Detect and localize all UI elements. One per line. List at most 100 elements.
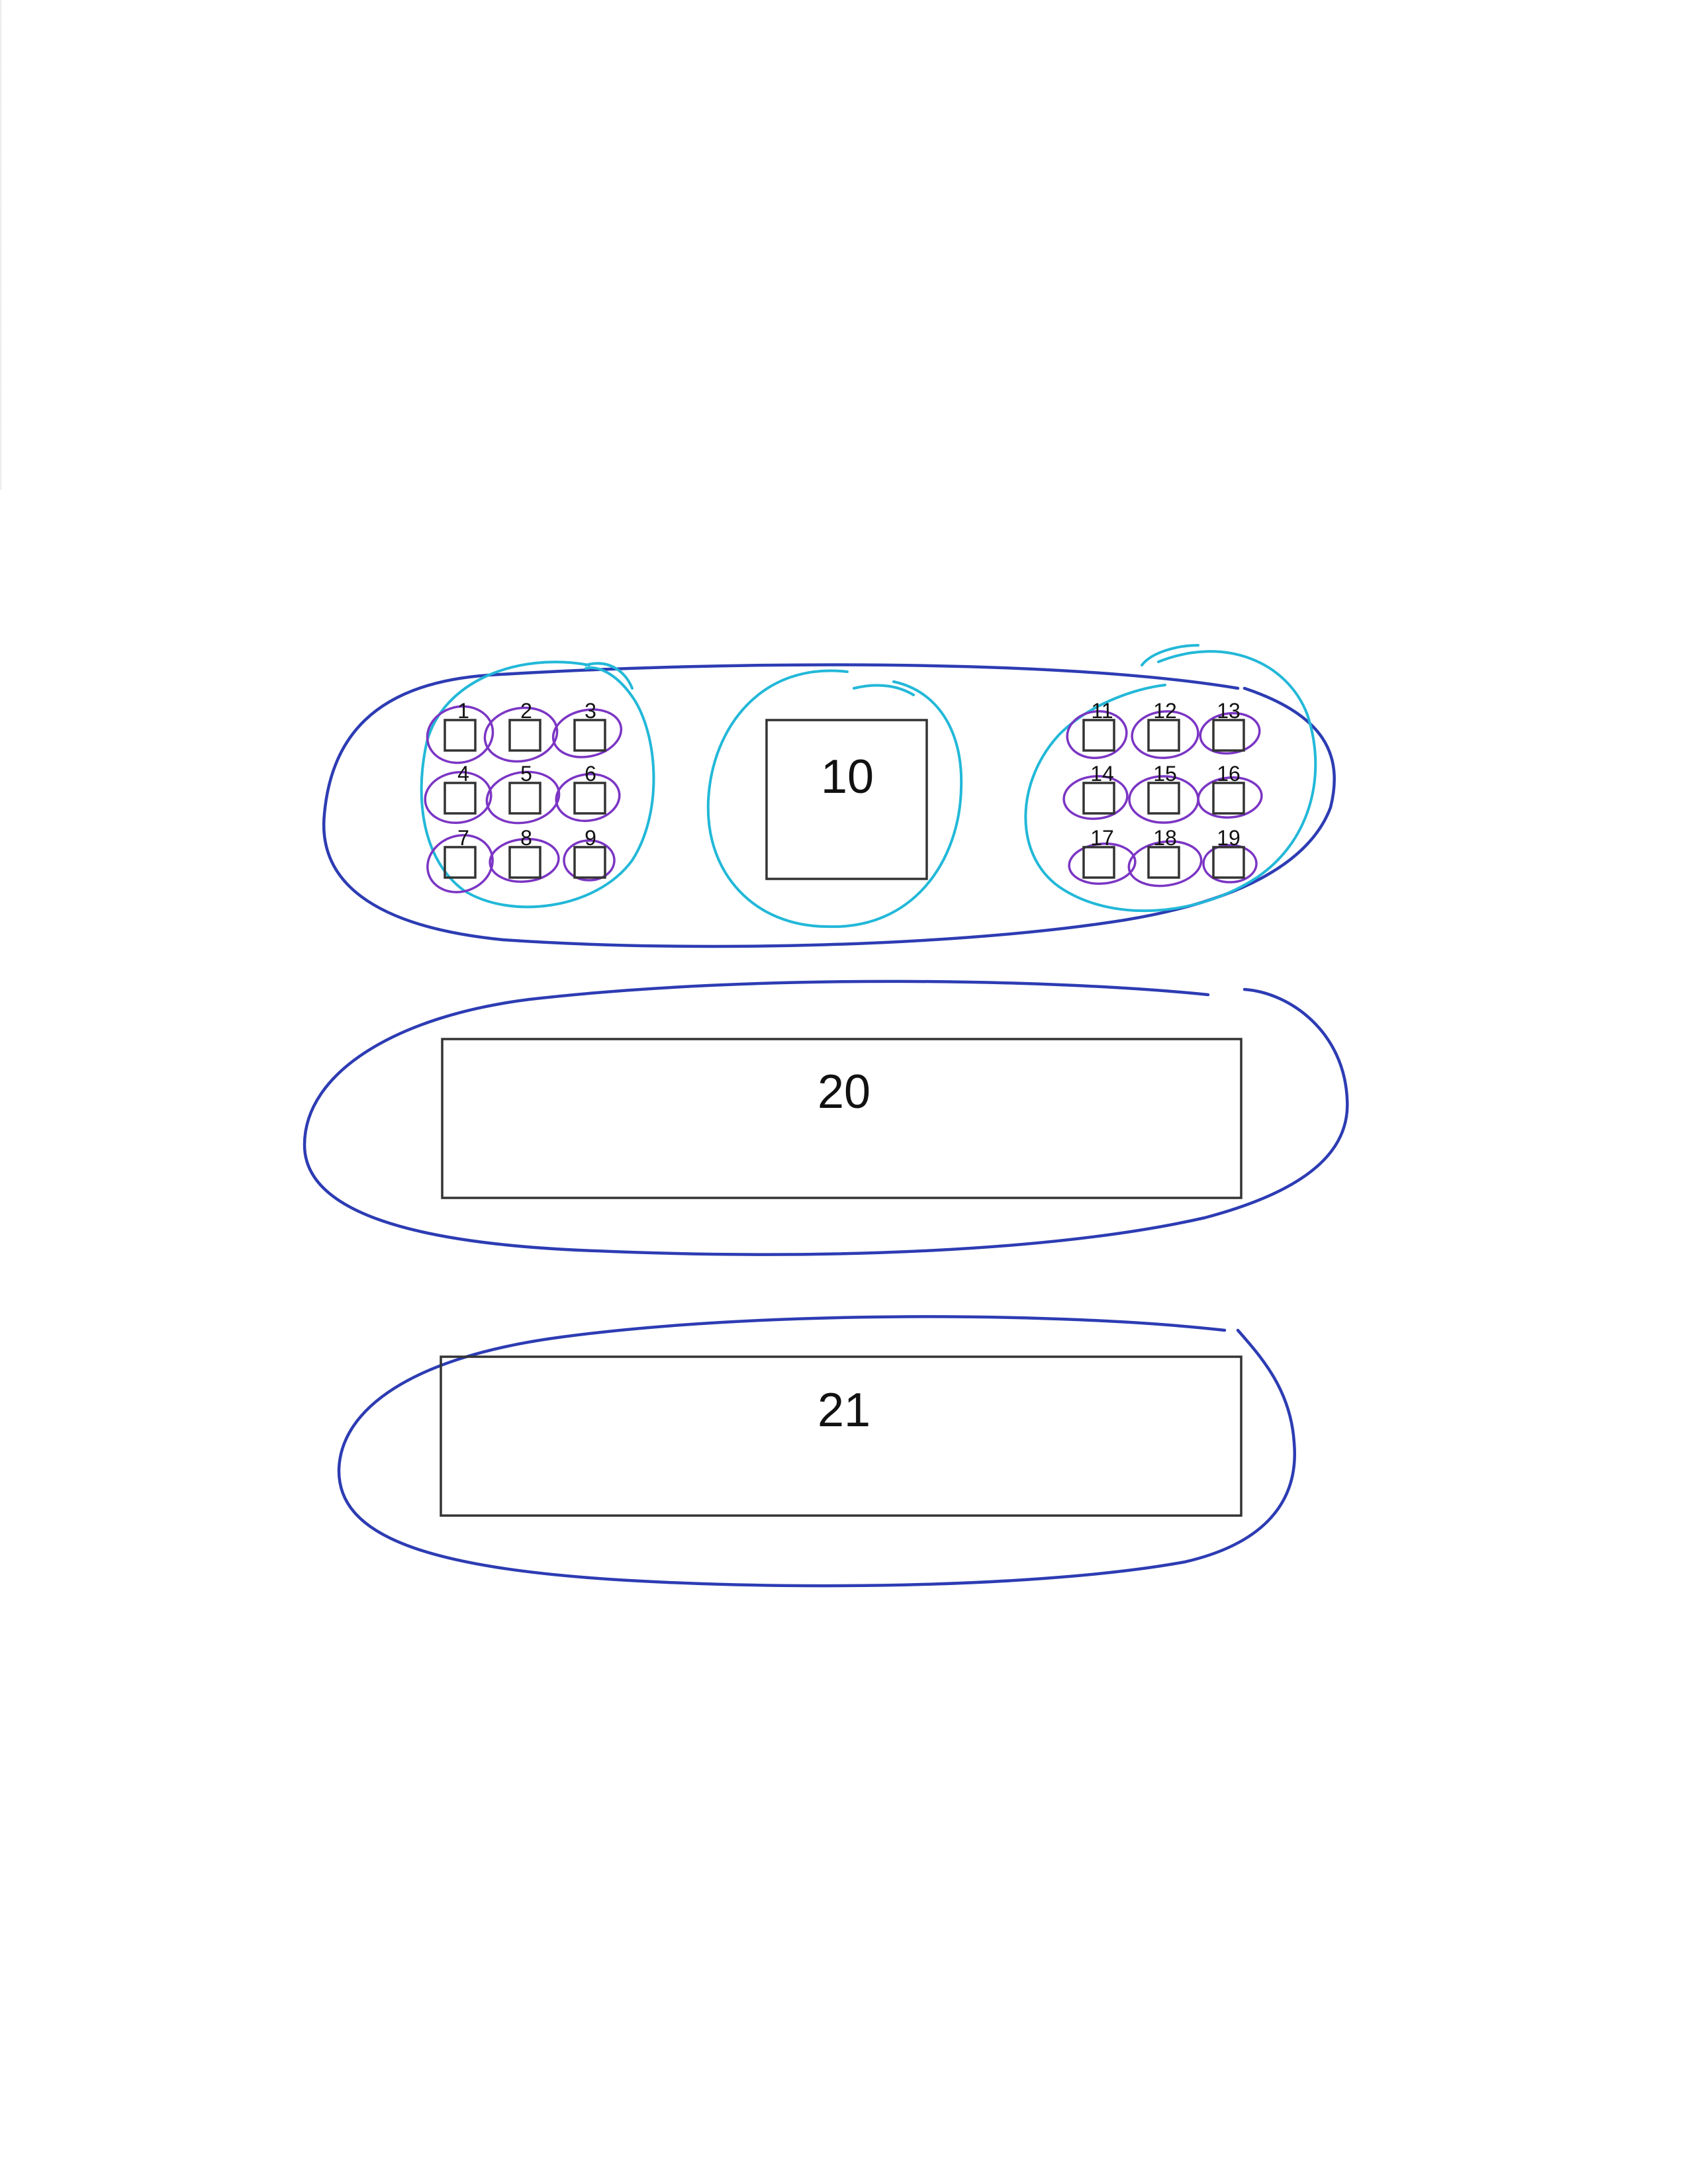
wide-box-20-outline [441, 1038, 1243, 1199]
small-box-11-label: 11 [1091, 699, 1113, 723]
group-loop-center-box [706, 669, 963, 929]
center-box-outline [765, 719, 928, 880]
small-box-2: 2 [508, 699, 541, 752]
outer-loop-box-21-ink [337, 1315, 1296, 1588]
small-box-1-label: 1 [457, 699, 469, 723]
small-box-11: 11 [1082, 699, 1115, 752]
small-box-8: 8 [508, 826, 541, 879]
outer-loop-top-row-ink [322, 663, 1336, 948]
item-loop [1202, 844, 1258, 884]
small-box-18-outline [1147, 846, 1180, 879]
item-loop [1131, 710, 1199, 759]
small-box-14-label: 14 [1090, 762, 1114, 786]
item-loop [551, 708, 623, 758]
item-loop [483, 706, 559, 763]
small-box-19-outline [1212, 846, 1245, 879]
item-loop [1199, 711, 1261, 755]
center-box-label: 10 [821, 751, 874, 803]
small-box-3: 3 [573, 699, 606, 752]
small-box-16-label: 16 [1217, 762, 1241, 786]
item-loop [424, 770, 492, 825]
group-loop-left-grid-ink [420, 660, 655, 909]
scan-edge-shadow [0, 0, 3, 490]
item-loop [426, 705, 494, 764]
small-box-9: 9 [573, 826, 606, 879]
small-box-14: 14 [1082, 762, 1115, 815]
group-loop-center-box-ink [706, 669, 963, 929]
small-box-18-label: 18 [1153, 826, 1177, 850]
group-loop-left-grid-tail [585, 662, 633, 690]
small-box-8-outline [508, 846, 541, 879]
small-box-6-outline [573, 782, 606, 815]
small-box-17-label: 17 [1090, 826, 1114, 850]
small-box-6: 6 [573, 762, 606, 815]
small-box-13: 13 [1212, 699, 1245, 752]
small-box-5-label: 5 [520, 762, 532, 786]
small-box-8-label: 8 [520, 826, 532, 850]
small-box-13-outline [1212, 719, 1245, 752]
small-box-4: 4 [444, 762, 477, 815]
outer-loop-box-21 [337, 1315, 1296, 1588]
wide-box-21-outline [440, 1355, 1243, 1517]
small-box-14-outline [1082, 782, 1115, 815]
small-box-12: 12 [1147, 699, 1180, 752]
small-box-5: 5 [508, 762, 541, 815]
small-box-2-label: 2 [520, 699, 532, 723]
small-box-1-outline [444, 719, 477, 752]
small-box-9-outline [573, 846, 606, 879]
item-loops-left [424, 705, 623, 893]
small-box-3-outline [573, 719, 606, 752]
item-loop [1127, 840, 1203, 887]
item-loop [555, 772, 621, 823]
small-box-17-outline [1082, 846, 1115, 879]
group-loop-left-grid [420, 660, 655, 909]
small-box-1: 1 [444, 699, 477, 752]
small-box-7: 7 [444, 826, 477, 879]
item-loop [1068, 842, 1137, 885]
item-loop [426, 834, 494, 893]
small-box-17: 17 [1082, 826, 1115, 879]
wide-box-21: 21 [440, 1355, 1243, 1517]
item-loop [1197, 776, 1263, 819]
small-box-7-label: 7 [457, 826, 469, 850]
item-loop [563, 839, 616, 882]
group-loop-right-grid [1024, 644, 1317, 913]
small-box-9-label: 9 [585, 826, 596, 850]
small-box-11-outline [1082, 719, 1115, 752]
group-loop-center-box-tail [853, 684, 915, 696]
small-box-16: 16 [1212, 762, 1245, 815]
item-loop [489, 838, 560, 883]
wide-box-20-label: 20 [818, 1066, 870, 1118]
small-box-4-outline [444, 782, 477, 815]
center-box: 10 [765, 719, 928, 880]
group-loop-right-grid-tail [1141, 644, 1199, 666]
right-box-grid: 11 12 13 14 15 16 17 18 [1082, 699, 1245, 879]
small-box-6-label: 6 [585, 762, 596, 786]
small-box-15-outline [1147, 782, 1180, 815]
wide-box-21-label: 21 [818, 1384, 870, 1437]
small-box-19-label: 19 [1217, 826, 1241, 850]
small-box-12-label: 12 [1153, 699, 1177, 723]
small-box-12-outline [1147, 719, 1180, 752]
small-box-16-outline [1212, 782, 1245, 815]
outer-loop-box-20 [303, 979, 1349, 1256]
small-box-7-outline [444, 846, 477, 879]
small-box-5-outline [508, 782, 541, 815]
small-box-4-label: 4 [457, 762, 469, 786]
group-loop-right-grid-ink [1024, 650, 1317, 913]
outer-loop-box-20-ink [303, 979, 1349, 1256]
small-box-19: 19 [1212, 826, 1245, 879]
small-box-13-label: 13 [1217, 699, 1241, 723]
small-box-18: 18 [1147, 826, 1180, 879]
wide-box-20: 20 [441, 1038, 1243, 1199]
small-box-15-label: 15 [1153, 762, 1177, 786]
item-loop [1066, 710, 1128, 759]
outer-loop-top-row [322, 663, 1336, 948]
small-box-2-outline [508, 719, 541, 752]
item-loop [1062, 775, 1129, 820]
left-box-grid: 1 2 3 4 5 6 7 8 [444, 699, 606, 879]
small-box-15: 15 [1147, 762, 1180, 815]
small-box-3-label: 3 [585, 699, 596, 723]
item-loops-right [1062, 710, 1263, 887]
